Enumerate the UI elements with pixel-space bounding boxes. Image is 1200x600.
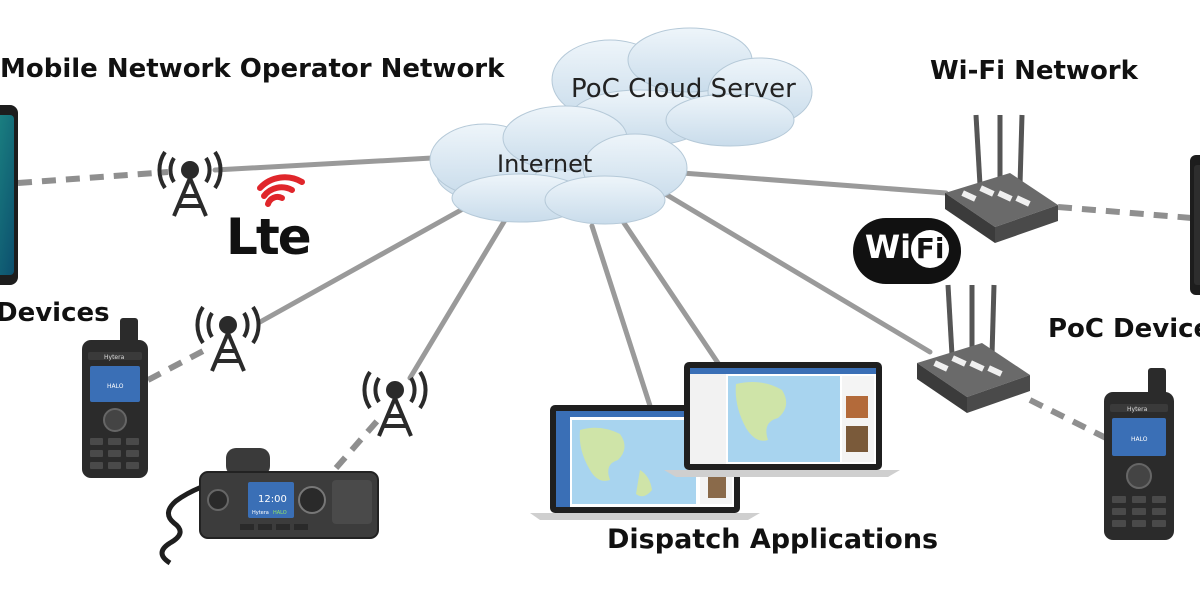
wifi-router-icon (945, 114, 1058, 243)
devices-left-label: Devices (0, 298, 110, 328)
link-tower-2 (257, 202, 473, 325)
link-router-1 (679, 170, 949, 196)
cloud-internet (429, 105, 688, 225)
wifi-network-label: Wi-Fi Network (930, 56, 1138, 86)
handheld-brand-right: Hytera (1127, 406, 1148, 413)
lte-logo-text: Lte (226, 208, 312, 266)
dash-router-handheld (1028, 397, 1112, 443)
wifi-logo-prefix: Wi (864, 228, 912, 266)
dash-phone-tower (17, 169, 169, 186)
mobile-radio-brand: Hytera (252, 510, 269, 516)
cell-tower-icon (195, 305, 261, 372)
handheld-brand-left: Hytera (104, 354, 125, 361)
handheld-radio-icon (1104, 368, 1174, 540)
cloud-server (551, 27, 813, 147)
dash-mobile-tower (333, 418, 381, 470)
internet-links (212, 155, 949, 415)
dash-router-phone (1057, 204, 1193, 221)
mobile-radio-icon (159, 448, 379, 566)
cell-tower-icon (362, 370, 428, 437)
laptop-icon (664, 362, 900, 477)
link-router-2 (659, 189, 933, 355)
smartphone-icon (0, 105, 18, 285)
link-tower-1 (212, 155, 435, 173)
lte-signal-icon (257, 174, 305, 207)
wifi-router-icon (917, 284, 1030, 413)
poc-devices-right-label: PoC Device (1048, 314, 1200, 344)
poc-cloud-server-label: PoC Cloud Server (571, 74, 796, 104)
link-laptop-2 (619, 217, 723, 369)
link-tower-3 (407, 217, 508, 381)
link-laptop-1 (589, 223, 655, 415)
handheld-model-right: HALO (1131, 436, 1148, 443)
handheld-model-left: HALO (107, 383, 124, 390)
handheld-radio-icon (82, 318, 148, 478)
mobile-radio-time: 12:00 (258, 494, 287, 505)
smartphone-icon (1190, 155, 1200, 295)
wifi-logo-suffix: Fi (911, 230, 950, 268)
dispatch-applications-label: Dispatch Applications (607, 524, 939, 555)
cell-tower-icon (157, 150, 223, 217)
dash-handheld-tower (146, 347, 207, 383)
radio-links (17, 169, 1193, 470)
mobile-radio-model: HALO (273, 510, 287, 516)
internet-label: Internet (497, 150, 593, 178)
mno-network-label: Mobile Network Operator Network (0, 54, 505, 84)
